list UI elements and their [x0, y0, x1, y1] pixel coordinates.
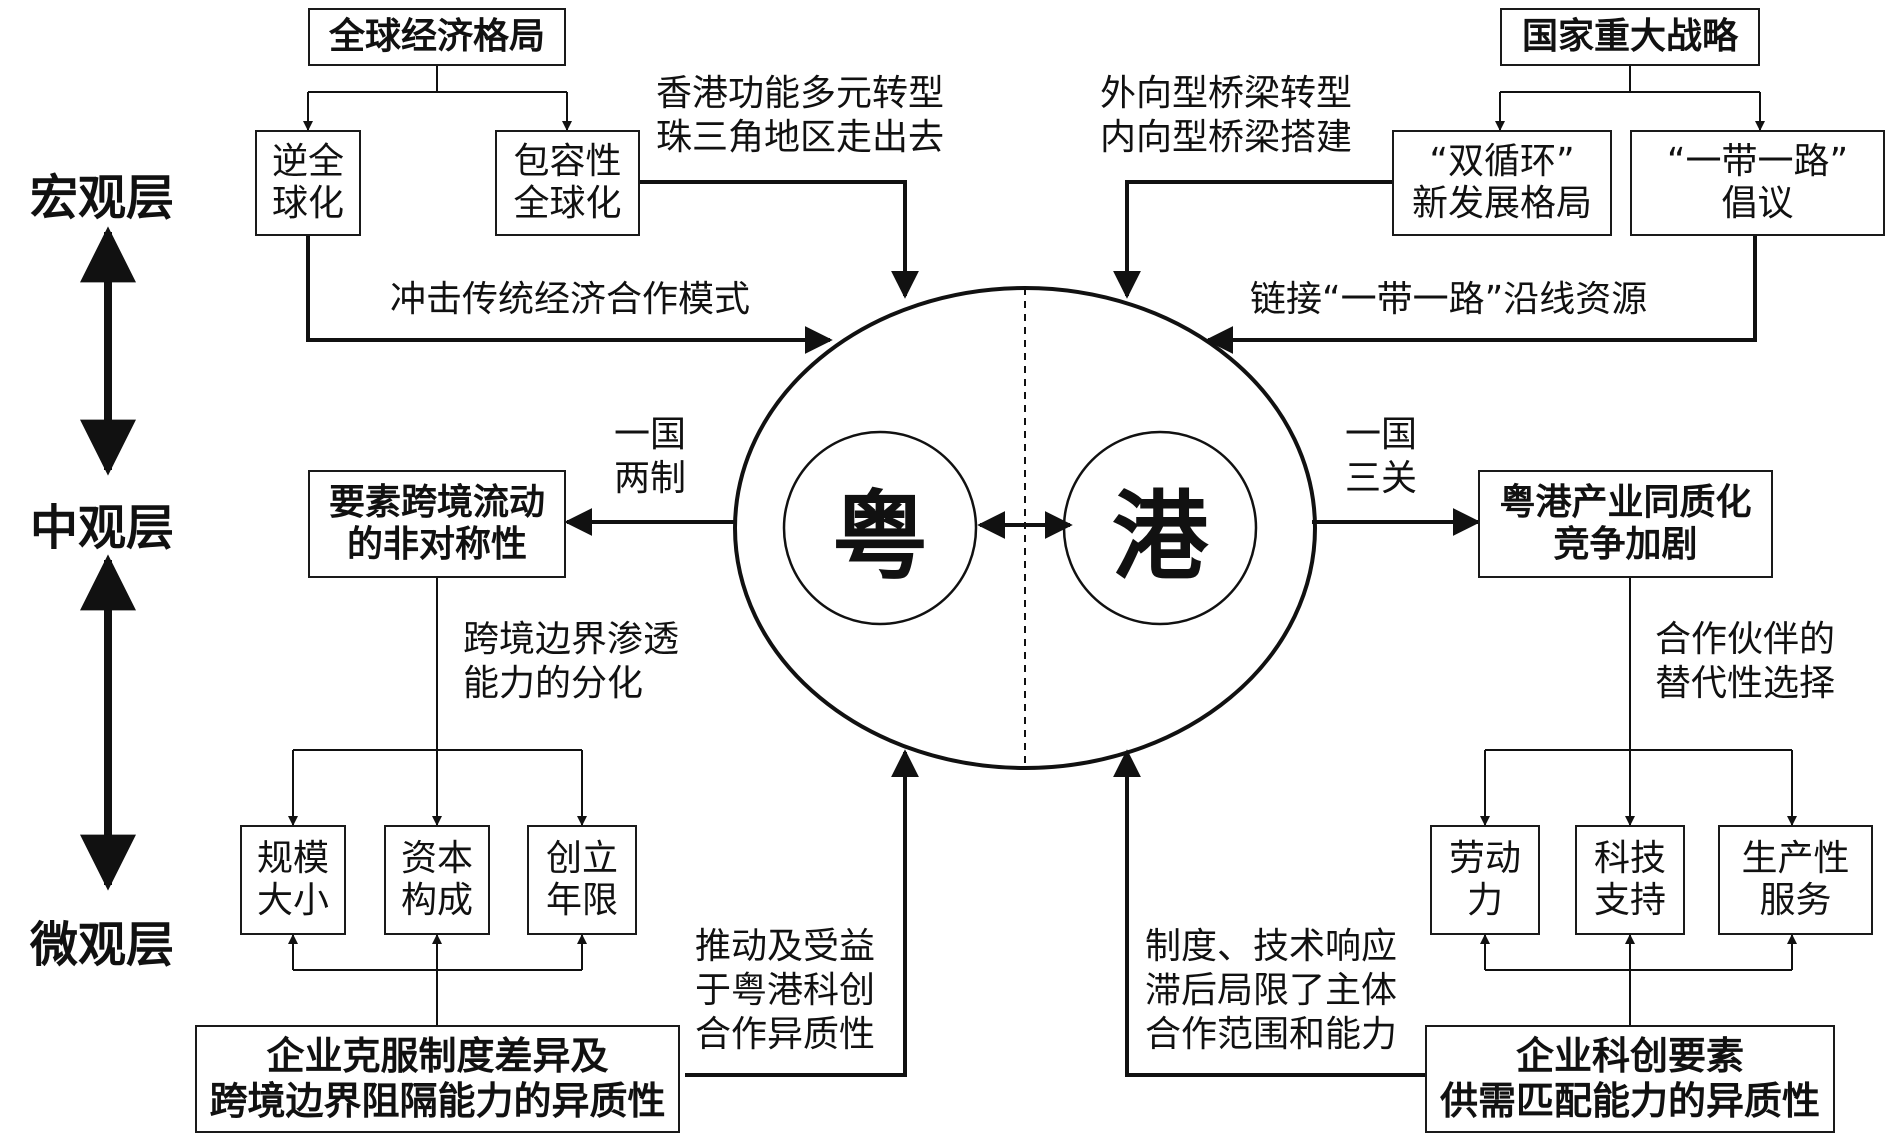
anti-global-line1: 逆全 [271, 140, 344, 182]
partner-line2: 替代性选择 [1655, 663, 1836, 704]
layer-micro: 微观层 [30, 917, 175, 973]
tech-box: 科技 支持 [1575, 825, 1685, 935]
founding-box: 创立 年限 [527, 825, 637, 935]
scale-line1: 规模 [256, 837, 329, 879]
anti-global-line2: 球化 [271, 183, 344, 224]
lag-line1: 制度、技术响应 [1145, 926, 1398, 967]
homogeneity-box: 粤港产业同质化 竞争加剧 [1478, 470, 1773, 578]
national-strategy-box: 国家重大战略 [1500, 8, 1760, 66]
lag-line2: 滞后局限了主体 [1145, 970, 1398, 1011]
firm-supply-line2: 供需匹配能力的异质性 [1439, 1079, 1820, 1123]
asymmetry-line2: 的非对称性 [346, 524, 527, 565]
layer-macro: 宏观层 [30, 170, 175, 226]
permeation-line2: 能力的分化 [463, 663, 644, 704]
founding-line2: 年限 [545, 880, 618, 921]
belt-road-line1: “一带一路” [1666, 140, 1849, 182]
firm-supply-box: 企业科创要素 供需匹配能力的异质性 [1425, 1025, 1835, 1133]
national-strategy-label: 国家重大战略 [1521, 15, 1738, 57]
national-strategy-tree [1495, 62, 1765, 131]
right-micro-tree [1480, 578, 1797, 1025]
bridge-line1: 外向型桥梁转型 [1100, 73, 1353, 114]
producer-line1: 生产性 [1741, 837, 1850, 879]
permeation-line1: 跨境边界渗透 [463, 619, 680, 660]
firm-overcome-line1: 企业克服制度差异及 [266, 1034, 609, 1079]
inclusive-global-box: 包容性 全球化 [495, 130, 640, 236]
capital-box: 资本 构成 [384, 825, 490, 935]
belt-road-line2: 倡议 [1721, 183, 1794, 224]
capital-line1: 资本 [400, 837, 473, 879]
promote-line2: 于粤港科创 [695, 970, 876, 1011]
two-systems-line2: 两制 [614, 458, 687, 499]
dual-circulation-box: “双循环” 新发展格局 [1392, 130, 1612, 236]
bridge-line2: 内向型桥梁搭建 [1100, 117, 1353, 158]
labor-line2: 力 [1466, 880, 1503, 921]
tech-line1: 科技 [1593, 837, 1666, 879]
producer-box: 生产性 服务 [1718, 825, 1873, 935]
hk-transform-line2: 珠三角地区走出去 [656, 117, 945, 158]
asymmetry-line1: 要素跨境流动 [328, 481, 545, 523]
impact-label: 冲击传统经济合作模式 [390, 279, 751, 320]
three-customs-line2: 三关 [1345, 458, 1418, 499]
homogeneity-line2: 竞争加剧 [1553, 524, 1698, 565]
gang-label: 港 [1112, 480, 1208, 593]
labor-box: 劳动 力 [1430, 825, 1540, 935]
belt-road-box: “一带一路” 倡议 [1630, 130, 1885, 236]
yue-label: 粤 [832, 480, 928, 593]
dual-circulation-line2: 新发展格局 [1411, 183, 1592, 224]
firm-overcome-line2: 跨境边界阻隔能力的异质性 [209, 1079, 666, 1123]
homogeneity-line1: 粤港产业同质化 [1499, 481, 1752, 523]
left-micro-tree [288, 578, 587, 1025]
global-econ-box: 全球经济格局 [308, 8, 566, 66]
firm-overcome-box: 企业克服制度差异及 跨境边界阻隔能力的异质性 [195, 1025, 680, 1133]
partner-line1: 合作伙伴的 [1655, 619, 1836, 660]
global-econ-tree [303, 62, 572, 131]
tech-line2: 支持 [1593, 880, 1666, 921]
layer-meso: 中观层 [30, 500, 175, 556]
macro-arrows [306, 180, 1757, 354]
anti-global-box: 逆全 球化 [255, 130, 361, 236]
inclusive-global-line1: 包容性 [513, 140, 622, 182]
three-customs-line1: 一国 [1345, 414, 1418, 455]
scale-box: 规模 大小 [240, 825, 346, 935]
producer-line2: 服务 [1759, 880, 1832, 921]
hk-transform-line1: 香港功能多元转型 [656, 73, 945, 114]
labor-line1: 劳动 [1448, 837, 1521, 879]
asymmetry-box: 要素跨境流动 的非对称性 [308, 470, 566, 578]
capital-line2: 构成 [400, 880, 473, 921]
dual-circulation-line1: “双循环” [1429, 140, 1575, 182]
promote-line3: 合作异质性 [695, 1014, 876, 1055]
two-systems-line1: 一国 [614, 414, 687, 455]
founding-line1: 创立 [545, 837, 618, 879]
link-label: 链接“一带一路”沿线资源 [1250, 279, 1648, 320]
promote-line1: 推动及受益 [695, 926, 876, 967]
firm-supply-line1: 企业科创要素 [1515, 1034, 1744, 1079]
global-econ-label: 全球经济格局 [328, 15, 545, 57]
inclusive-global-line2: 全球化 [513, 183, 622, 224]
micro-arrows [685, 749, 1425, 1077]
yue-circle [782, 430, 978, 626]
scale-line2: 大小 [256, 880, 329, 921]
lag-line3: 合作范围和能力 [1145, 1014, 1398, 1055]
